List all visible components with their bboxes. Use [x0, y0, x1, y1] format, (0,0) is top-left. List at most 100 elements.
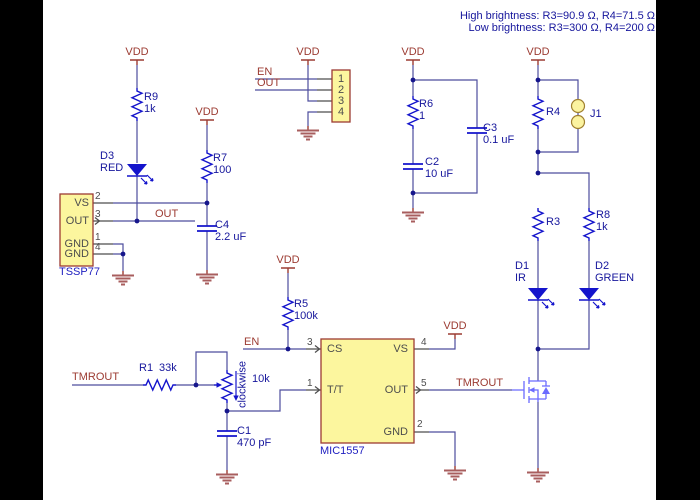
part-ref-r4: R4 [546, 106, 561, 118]
potentiometer-symbol [214, 369, 239, 404]
vdd-icon [300, 59, 316, 66]
part-ref-r3: R3 [546, 216, 561, 228]
net-label-vdd: VDD [443, 320, 467, 332]
tssp77-pin-number-2: 2 [95, 191, 101, 202]
part-ref-r6: R6 [419, 98, 434, 110]
led-d1-symbol [527, 287, 555, 309]
part-value-r9: 1k [144, 103, 156, 115]
capacitor-c2-symbol [402, 163, 424, 170]
net-label-out: OUT [257, 77, 281, 89]
part-ref-r1: R1 [139, 362, 154, 374]
mic1557-pin-number-1: 1 [307, 378, 313, 389]
net-label-vdd: VDD [276, 254, 300, 266]
resistor-r8-symbol [583, 207, 595, 242]
part-ref-r9: R9 [144, 91, 159, 103]
brightness-note: High brightness: R3=90.9 Ω, R4=71.5 Ω Lo… [460, 10, 655, 34]
tssp77-pin-vs: VS [74, 197, 89, 209]
part-value-r8: 1k [596, 221, 608, 233]
pin-stubs [93, 78, 429, 433]
ground-icon [111, 270, 135, 286]
jumper-j1-symbol [570, 98, 586, 130]
resistor-r1-symbol [142, 379, 177, 391]
capacitor-c4-symbol [196, 225, 218, 232]
note-line-2: Low brightness: R3=300 Ω, R4=200 Ω [468, 22, 655, 34]
part-value-c1: 470 pF [237, 437, 272, 449]
vdd-icon [405, 59, 421, 66]
tssp77-ic-body [59, 193, 94, 267]
part-value-c2: 10 uF [425, 168, 454, 180]
net-label-en: EN [257, 66, 273, 78]
tssp77-pin-number-1: 1 [95, 232, 101, 243]
ground-icon [215, 469, 239, 485]
resistor-r5-symbol [282, 296, 294, 331]
mic1557-pin-cs: CS [327, 343, 343, 355]
net-label-vdd: VDD [296, 46, 320, 58]
mic1557-pin-number-3: 3 [307, 337, 313, 348]
vdd-icon [199, 119, 215, 126]
mic1557-pin-vs: VS [393, 343, 408, 355]
part-ref-c1: C1 [237, 425, 252, 437]
vdd-icon [447, 333, 463, 340]
net-label-vdd: VDD [125, 46, 149, 58]
resistor-r4-symbol [532, 95, 544, 130]
led-d3-symbol [126, 163, 154, 185]
header-pin-1: 1 [337, 73, 345, 85]
part-value-c4: 2.2 uF [215, 231, 247, 243]
mic1557-pin-tt: T/T [327, 384, 344, 396]
tssp77-pin-gnd1: GND [64, 238, 89, 250]
net-label-out: OUT [155, 208, 179, 220]
ground-icon [195, 269, 219, 285]
part-value-d1: IR [515, 272, 526, 284]
header-pin-2: 2 [337, 84, 345, 96]
part-ref-c2: C2 [425, 156, 440, 168]
mic1557-pin-number-4: 4 [421, 337, 427, 348]
note-line-1: High brightness: R3=90.9 Ω, R4=71.5 Ω [459, 10, 655, 22]
net-label-tmrout: TMROUT [72, 371, 120, 383]
ground-icon [401, 207, 425, 223]
resistor-r3-symbol [532, 207, 544, 242]
part-ref-r8: R8 [596, 209, 611, 221]
pot-direction-label: clockwise [236, 360, 249, 409]
mic1557-pin-gnd: GND [383, 426, 408, 438]
part-ref-d3: D3 [100, 150, 115, 162]
part-value-pot: 10k [252, 373, 270, 385]
mic1557-ic-body [320, 338, 415, 444]
net-label-tmrout: TMROUT [456, 377, 504, 389]
part-value-r5: 100k [294, 310, 318, 322]
junction-dots [120, 77, 541, 414]
tssp77-pin-number-4: 4 [95, 242, 101, 253]
part-ref-c4: C4 [215, 219, 230, 231]
vdd-icon [129, 59, 145, 66]
resistor-r6-symbol [407, 95, 419, 130]
part-ref-r5: R5 [294, 298, 309, 310]
mic1557-pin-number-2: 2 [417, 419, 423, 430]
led-d2-symbol [578, 287, 606, 309]
net-label-vdd: VDD [526, 46, 550, 58]
part-ref-d1: D1 [515, 260, 530, 272]
part-ref-j1: J1 [590, 108, 602, 120]
ground-icon [443, 465, 467, 481]
tssp77-pin-number-3: 3 [95, 209, 101, 220]
net-label-vdd: VDD [195, 106, 219, 118]
net-label-vdd: VDD [401, 46, 425, 58]
part-ref-r7: R7 [213, 152, 228, 164]
mic1557-pin-out: OUT [384, 384, 408, 396]
header-connector-body [331, 69, 351, 123]
vdd-icon [530, 59, 546, 66]
part-value-d2: GREEN [595, 272, 635, 284]
part-value-r7: 100 [213, 164, 232, 176]
part-value-c3: 0.1 uF [483, 134, 515, 146]
mic1557-pin-number-5: 5 [421, 378, 427, 389]
capacitor-c1-symbol [216, 430, 238, 437]
tssp77-pin-gnd4: GND [64, 248, 89, 260]
vdd-icon [280, 267, 296, 274]
part-ref-c3: C3 [483, 122, 498, 134]
part-value-r1: 33k [159, 362, 177, 374]
mosfet-symbol [512, 377, 550, 403]
header-pin-3: 3 [337, 95, 345, 107]
resistor-r7-symbol [201, 149, 213, 184]
ic-name-mic1557: MIC1557 [320, 445, 365, 457]
part-value-r6: 1 [419, 110, 426, 122]
part-value-d3: RED [100, 162, 124, 174]
